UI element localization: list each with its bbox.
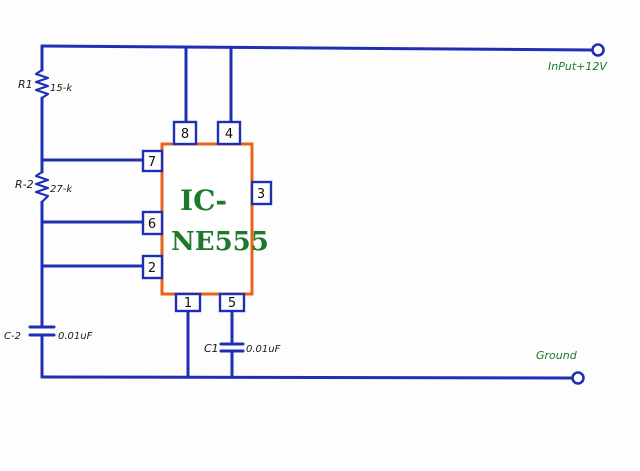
pin3-label: 3 [257, 187, 265, 202]
input-terminal-label: InPut+12V [548, 60, 608, 73]
pin2-label: 2 [148, 261, 156, 276]
r1-name-label: R1 [18, 78, 33, 91]
ic-ne555-body [160, 142, 254, 296]
pin2-box [141, 254, 164, 280]
pin4-label: 4 [225, 127, 233, 142]
c2-value-label: 0.01uF [58, 331, 93, 342]
pin7-box [141, 149, 164, 173]
pin6-label: 6 [148, 217, 156, 232]
pin5-label: 5 [228, 296, 236, 311]
pin8-label: 8 [181, 127, 189, 142]
pin7-label: 7 [148, 155, 156, 170]
input-rail-wire [40, 44, 594, 52]
c1-value-label: 0.01uF [246, 344, 281, 355]
c1-name-label: C1 [204, 342, 219, 355]
pin5-box [218, 292, 246, 313]
ic-title-line1: IC- [180, 184, 227, 217]
pin3-box [250, 180, 273, 206]
r1-resistor [34, 68, 50, 100]
r2-name-label: R-2 [15, 178, 34, 191]
ground-terminal [571, 371, 585, 385]
pin6-box [141, 210, 164, 236]
ground-rail-wire [40, 375, 574, 380]
ic-title-line2: NE555 [171, 227, 269, 257]
pin1-box [174, 292, 202, 313]
pin1-label: 1 [184, 296, 192, 311]
r2-value-label: 27-k [50, 184, 73, 195]
pin8-box [172, 120, 198, 146]
input-terminal [591, 43, 605, 57]
pin4-box [216, 120, 242, 146]
ground-terminal-label: Ground [536, 349, 578, 362]
r2-resistor [34, 170, 50, 204]
c2-name-label: C-2 [4, 331, 21, 342]
r1-value-label: 15-k [50, 83, 73, 94]
